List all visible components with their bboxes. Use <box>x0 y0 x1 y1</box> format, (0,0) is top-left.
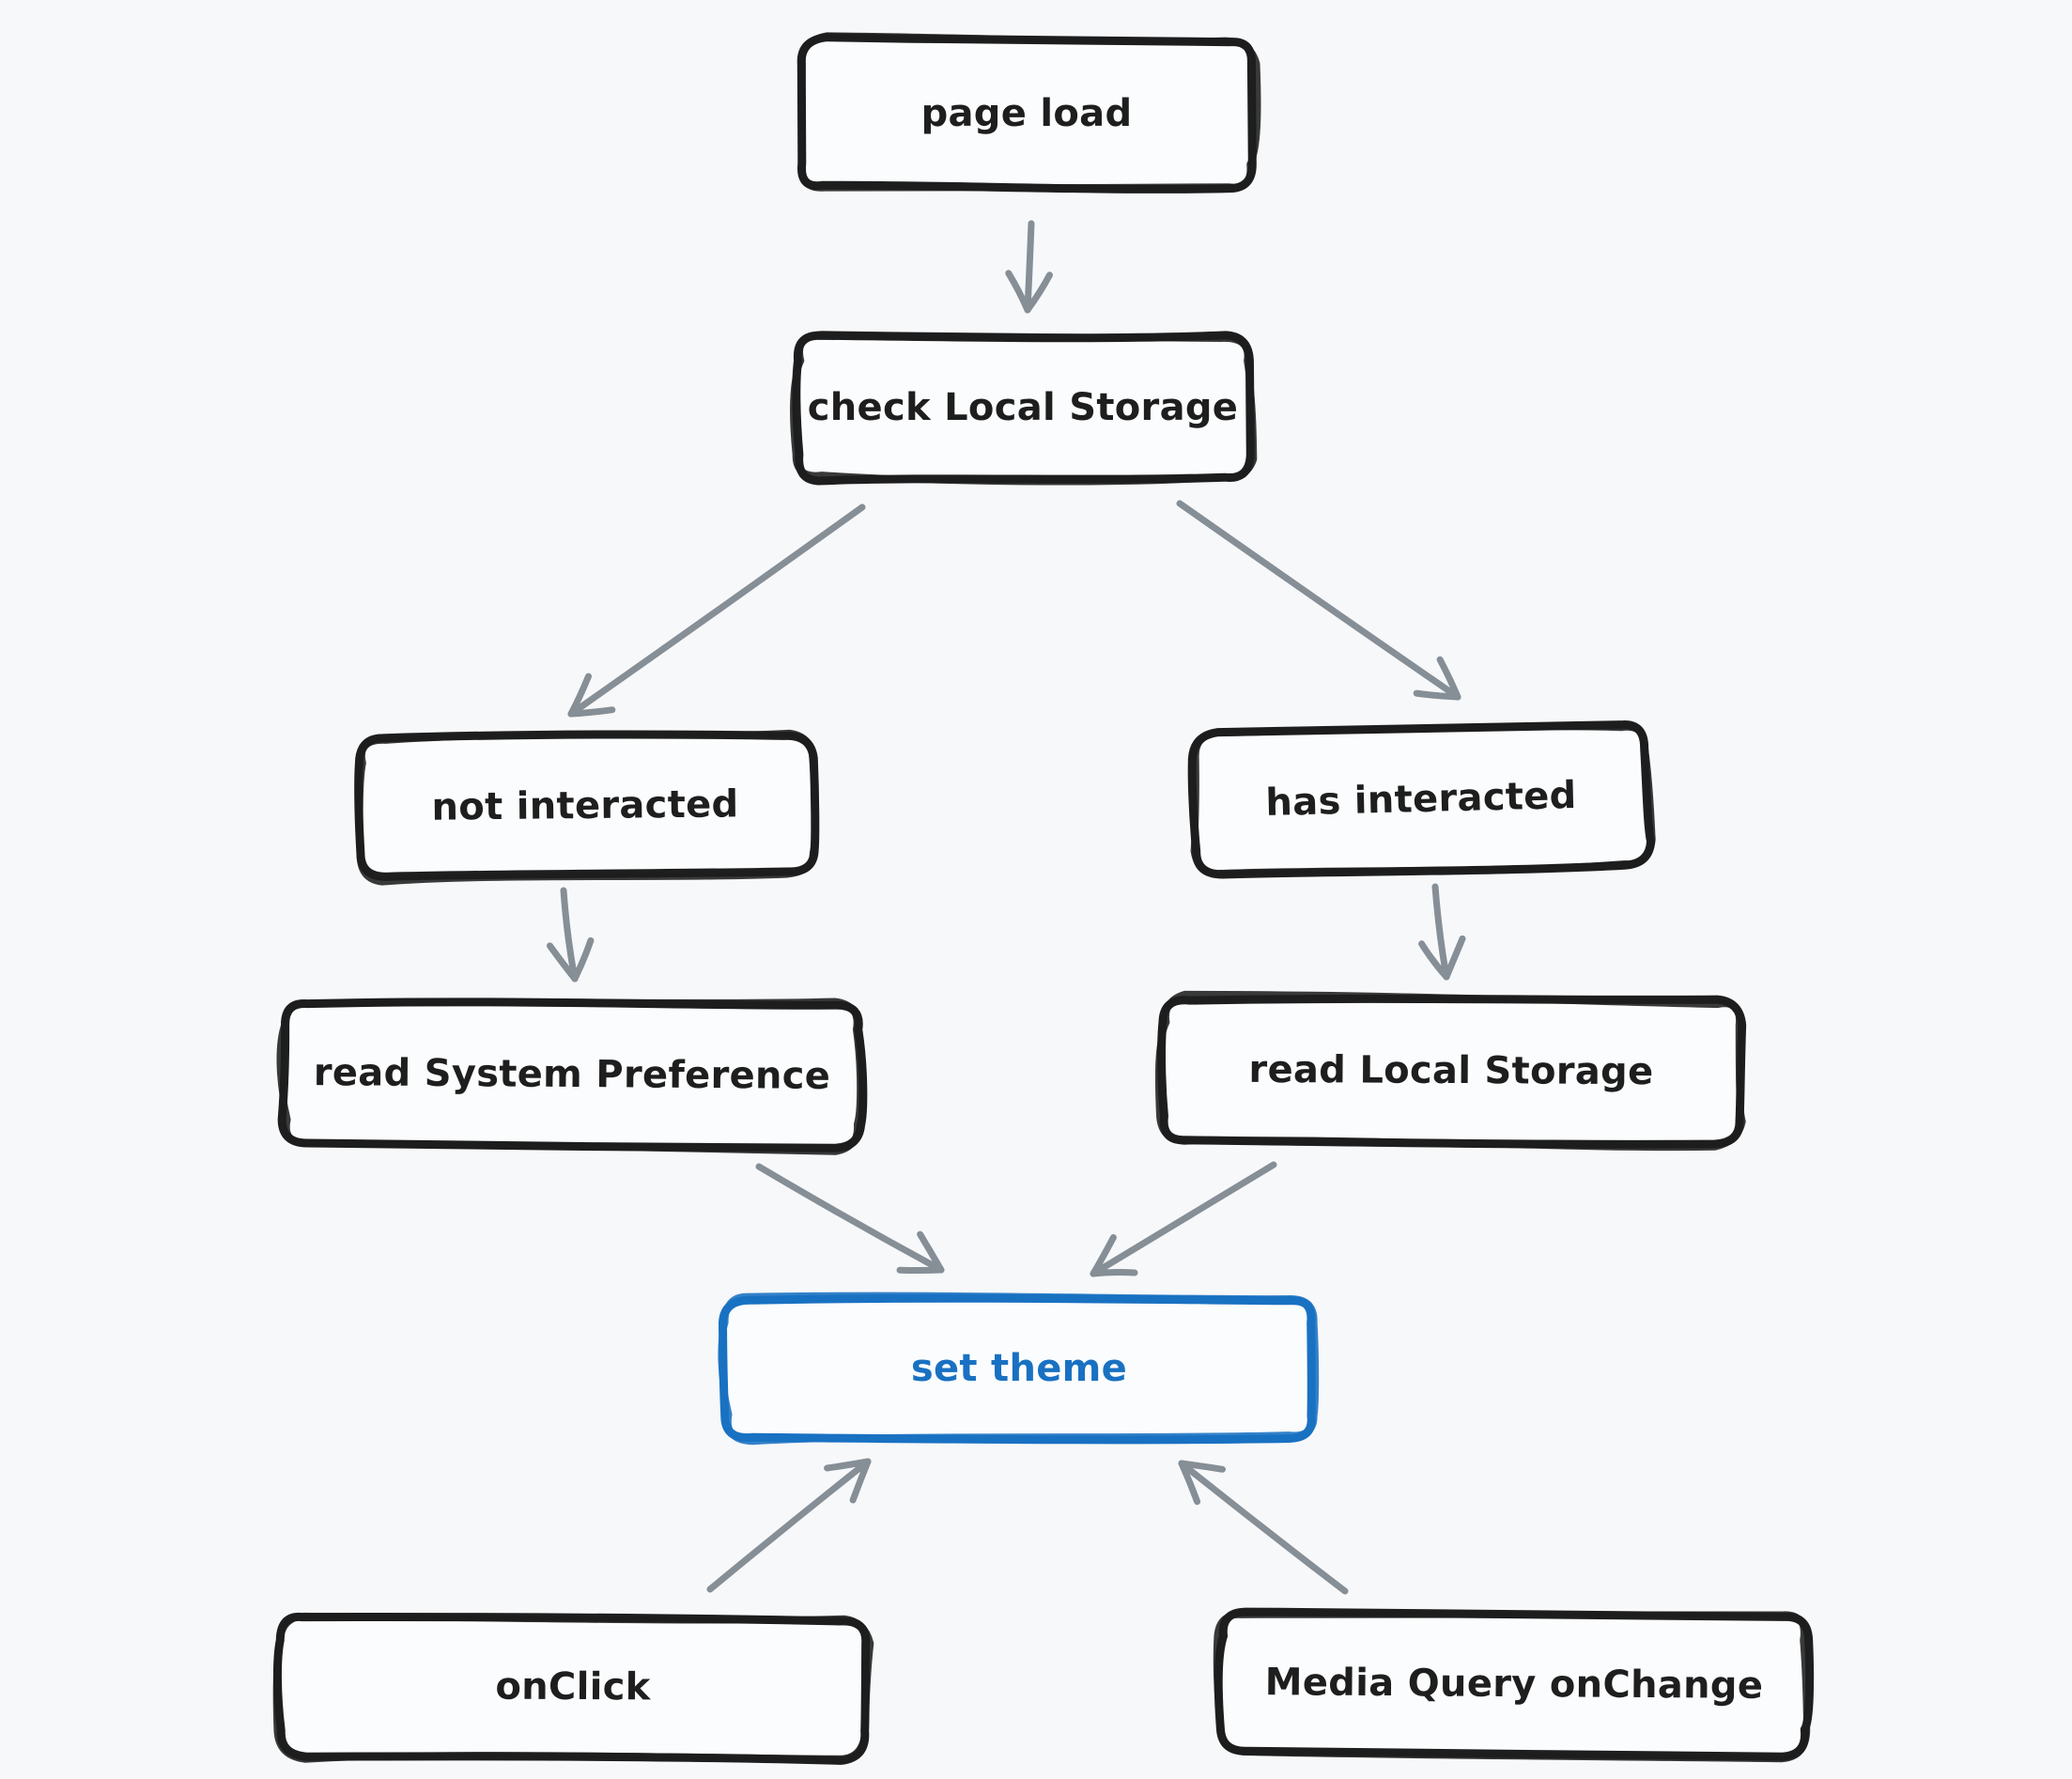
node-fill <box>1193 723 1649 875</box>
node-set-theme[interactable] <box>718 1292 1320 1446</box>
edge-line <box>1090 1161 1277 1277</box>
node-page-load[interactable] <box>796 32 1261 193</box>
edge-has-interacted-to-read-local <box>1418 883 1466 981</box>
node-outline <box>356 729 819 886</box>
edge-check-to-has-interacted <box>1176 500 1461 701</box>
edge-check-to-not-interacted <box>567 503 866 718</box>
node-hit-read-local-storage[interactable] <box>1163 998 1740 1143</box>
node-hit-not-interacted[interactable] <box>358 734 812 877</box>
edge-line <box>706 1458 872 1593</box>
node-fill <box>1162 998 1740 1144</box>
node-on-click[interactable] <box>272 1612 874 1765</box>
edge-line <box>560 887 579 982</box>
node-fill <box>796 336 1249 479</box>
edge-on-click-to-set-theme <box>706 1458 872 1593</box>
node-hit-set-theme[interactable] <box>725 1298 1313 1439</box>
edge-not-interacted-to-read-system <box>547 887 595 982</box>
node-outline <box>1213 1610 1811 1763</box>
node-fill <box>800 39 1253 188</box>
node-outline <box>718 1292 1320 1446</box>
node-hit-has-interacted[interactable] <box>1193 723 1649 875</box>
arrowhead-barb-2 <box>567 706 616 718</box>
node-outline <box>790 331 1258 486</box>
arrowhead-barb-2 <box>571 936 595 982</box>
arrowhead-barb-2 <box>917 1230 945 1274</box>
arrowhead-barb-2 <box>1443 935 1466 981</box>
edge-read-system-to-set-theme <box>755 1163 945 1274</box>
arrowhead-barb-2 <box>1436 656 1461 701</box>
node-fill <box>1220 1612 1808 1756</box>
node-hit-check-local-storage[interactable] <box>796 336 1249 479</box>
edge-line <box>567 503 866 718</box>
arrowhead-barb-2 <box>1024 271 1053 314</box>
node-fill <box>279 1616 867 1758</box>
node-fill <box>358 734 812 878</box>
edge-line <box>1431 883 1450 981</box>
edge-line <box>1176 500 1461 701</box>
node-read-system-preference[interactable] <box>276 998 868 1155</box>
edge-line <box>1024 220 1035 314</box>
edge-page-load-to-check <box>1005 220 1053 314</box>
node-not-interacted[interactable] <box>354 729 820 886</box>
node-fill <box>283 1001 861 1148</box>
node-outline <box>798 32 1261 192</box>
node-hit-on-click[interactable] <box>280 1616 867 1757</box>
node-read-local-storage[interactable] <box>1154 990 1747 1152</box>
edge-line <box>1178 1460 1349 1595</box>
node-fill <box>725 1298 1313 1439</box>
edge-read-local-to-set-theme <box>1090 1161 1277 1277</box>
node-outline <box>272 1612 874 1763</box>
arrowhead-barb-2 <box>1178 1460 1201 1506</box>
edge-media-query-to-set-theme <box>1178 1460 1349 1595</box>
edge-line <box>755 1163 945 1274</box>
node-media-query-onchange[interactable] <box>1213 1607 1815 1763</box>
node-outline <box>1190 723 1656 877</box>
node-hit-media-query-onchange[interactable] <box>1220 1612 1807 1756</box>
node-hit-read-system-preference[interactable] <box>283 1001 860 1148</box>
arrowhead-barb-2 <box>824 1458 872 1472</box>
arrowhead-barb-2 <box>1090 1269 1138 1277</box>
node-outline <box>276 998 864 1155</box>
node-hit-page-load[interactable] <box>800 39 1253 188</box>
node-has-interacted[interactable] <box>1187 720 1656 879</box>
node-outline <box>1154 990 1746 1152</box>
node-check-local-storage[interactable] <box>790 331 1258 486</box>
